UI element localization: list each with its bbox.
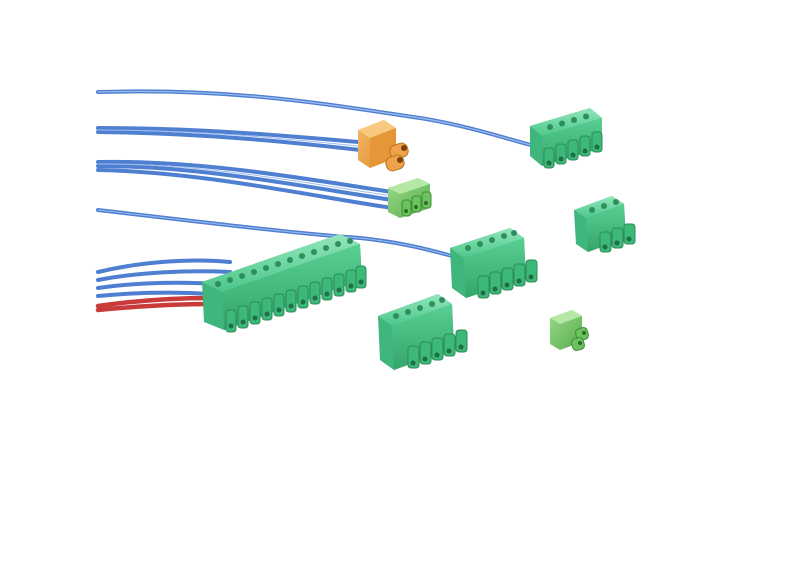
connector-12pin	[202, 234, 367, 333]
wire-blue	[97, 163, 393, 197]
wire-blue	[96, 290, 214, 298]
connector-5pin-mid	[450, 228, 538, 299]
wire-blue	[96, 269, 232, 282]
connector-5pin-top	[530, 108, 603, 169]
connector-3pin-small	[388, 178, 432, 218]
connector-5pin-bottom	[378, 294, 468, 370]
wire-red	[95, 301, 213, 313]
wire-blue	[97, 209, 453, 257]
wire-blue	[96, 130, 362, 152]
connector-orange-2pin	[358, 120, 409, 172]
wire-blue	[96, 126, 360, 144]
wire-blue	[96, 280, 222, 290]
wire-blue	[96, 159, 394, 194]
wire-blue	[96, 164, 394, 202]
wire-blue	[96, 168, 394, 210]
wire-blue	[97, 129, 359, 147]
wire-blue	[96, 258, 232, 274]
connector-2pin-tiny	[550, 310, 589, 351]
connector-3pin-right	[574, 196, 636, 253]
wire-blue	[97, 90, 536, 147]
wire-red	[95, 295, 213, 309]
